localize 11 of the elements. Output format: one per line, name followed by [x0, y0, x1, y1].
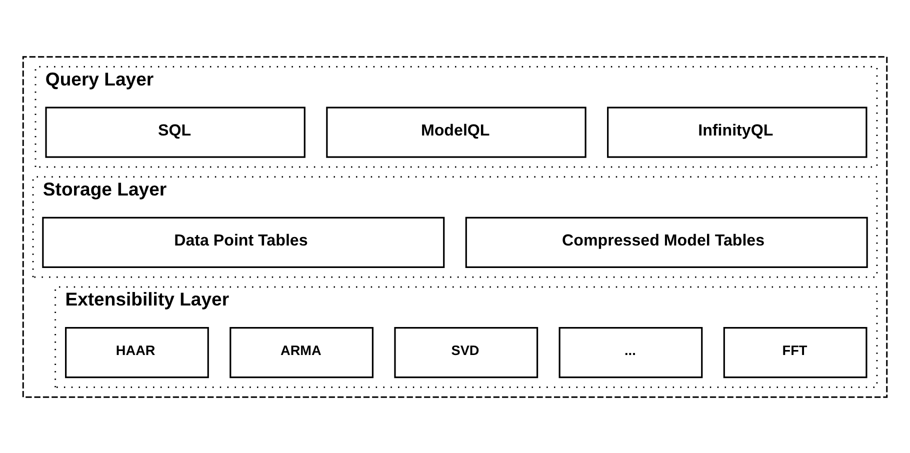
node-box: ...	[558, 326, 703, 378]
node-box: InfinityQL	[607, 106, 868, 158]
node-box: Compressed Model Tables	[465, 216, 868, 268]
node-box: HAAR	[65, 326, 209, 378]
cluster	[22, 56, 888, 398]
node-box: ARMA	[230, 326, 374, 378]
node-box: FFT	[723, 326, 868, 378]
node-box: ModelQL	[326, 106, 586, 158]
node-box: SQL	[45, 106, 306, 158]
node-box: Data Point Tables	[42, 216, 445, 268]
node-box: SVD	[394, 326, 538, 378]
